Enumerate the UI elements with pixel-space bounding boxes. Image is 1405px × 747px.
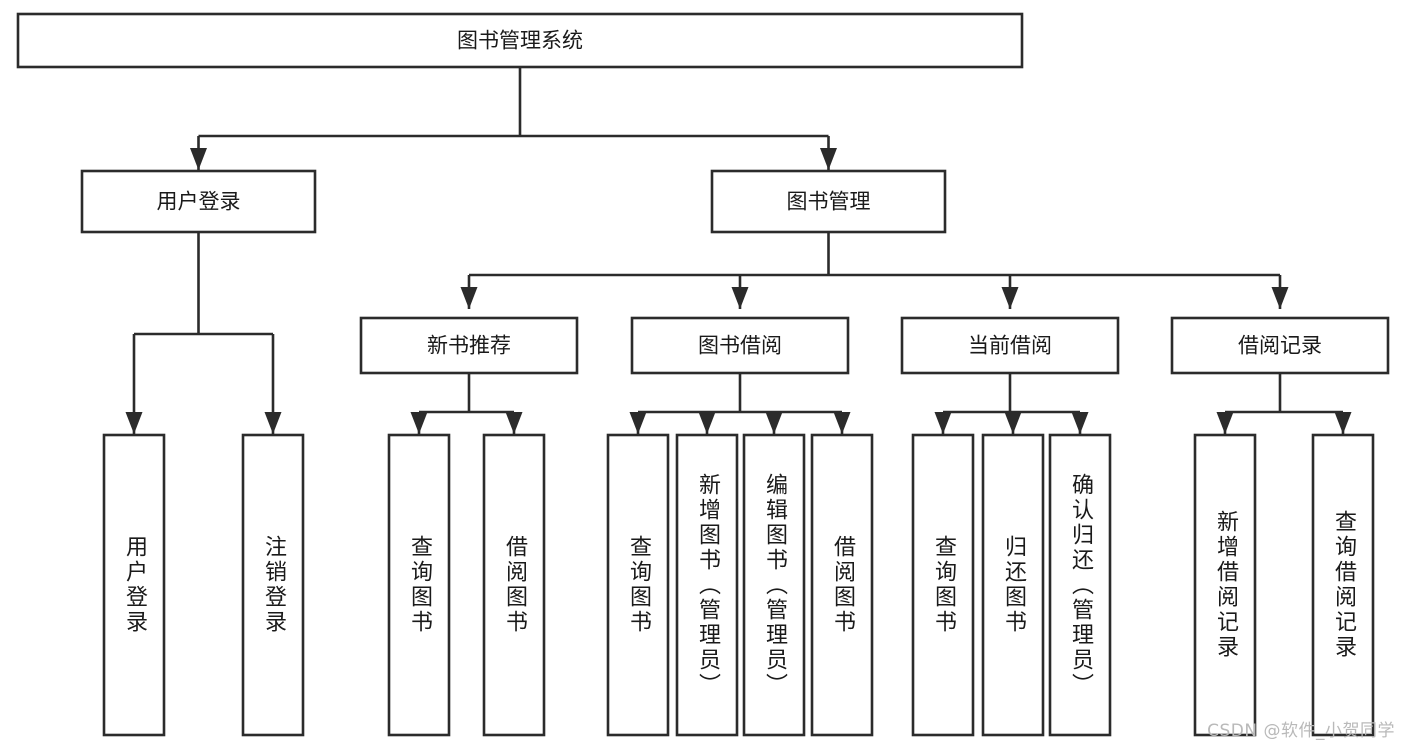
leaf-node-box-4[interactable] (606, 433, 670, 737)
arrow-head-icon (698, 412, 716, 434)
arrow-head-icon (629, 412, 647, 434)
leaf-node-box-3[interactable] (482, 433, 546, 737)
arrow-head-icon (1271, 287, 1289, 309)
level3-node-label-0: 新书推荐 (427, 334, 511, 358)
leaf-node-box-12[interactable] (1311, 433, 1375, 737)
level3-node-box-2[interactable] (900, 316, 1120, 375)
leaf-node-box-5[interactable] (675, 433, 739, 737)
arrow-head-icon (731, 287, 749, 309)
level2-node-label-1: 图书管理 (787, 190, 871, 214)
level3-node-label-1: 图书借阅 (698, 334, 782, 358)
leaf-node-box-8[interactable] (911, 433, 975, 737)
arrow-head-icon (1004, 412, 1022, 434)
watermark-text: CSDN @软件_小贺同学 (1207, 721, 1395, 741)
root-node-box[interactable] (16, 12, 1024, 69)
node-boxes (16, 12, 1390, 737)
arrow-head-icon (264, 412, 282, 434)
arrow-head-icon (190, 148, 207, 170)
arrow-head-icon (460, 287, 478, 309)
level3-node-box-1[interactable] (630, 316, 850, 375)
leaf-node-box-6[interactable] (742, 433, 806, 737)
leaf-node-box-11[interactable] (1193, 433, 1257, 737)
level3-node-box-0[interactable] (359, 316, 579, 375)
leaf-node-box-2[interactable] (387, 433, 451, 737)
level2-node-box-0[interactable] (80, 169, 317, 234)
arrow-head-icon (1071, 412, 1089, 434)
arrow-head-icon (1216, 412, 1234, 434)
level3-node-box-3[interactable] (1170, 316, 1390, 375)
arrow-head-icon (125, 412, 143, 434)
leaf-node-box-7[interactable] (810, 433, 874, 737)
leaf-node-box-0[interactable] (102, 433, 166, 737)
arrow-head-icon (820, 148, 837, 170)
arrow-head-icon (934, 412, 952, 434)
leaf-node-box-9[interactable] (981, 433, 1045, 737)
leaf-node-box-10[interactable] (1048, 433, 1112, 737)
arrow-head-icon (833, 412, 851, 434)
level2-node-box-1[interactable] (710, 169, 947, 234)
root-node-label: 图书管理系统 (457, 29, 583, 53)
arrow-head-icon (505, 412, 523, 434)
level3-node-label-2: 当前借阅 (968, 334, 1052, 358)
level2-node-label-0: 用户登录 (157, 190, 241, 214)
arrow-head-icon (410, 412, 428, 434)
arrow-head-icon (1334, 412, 1352, 434)
connector-lines (125, 67, 1352, 434)
leaf-node-box-1[interactable] (241, 433, 305, 737)
arrow-head-icon (1001, 287, 1019, 309)
arrow-head-icon (765, 412, 783, 434)
level3-node-label-3: 借阅记录 (1238, 334, 1322, 358)
